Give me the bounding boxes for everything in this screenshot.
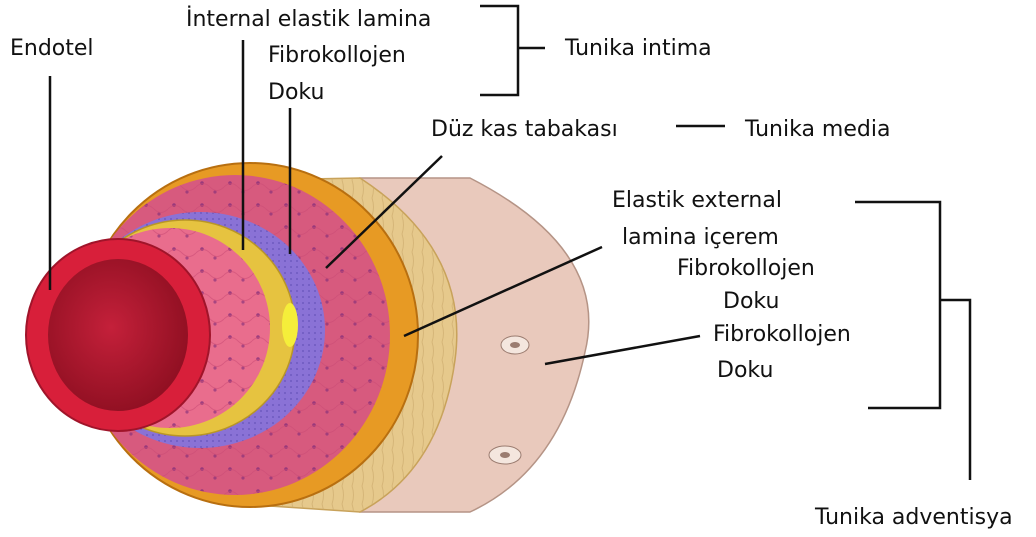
- label-endotel: Endotel: [10, 36, 94, 62]
- intima-bracket: [480, 6, 545, 95]
- label-tunica-intima: Tunika intima: [565, 36, 712, 62]
- label-adventitia-fibrocollagen-b-line2: Doku: [717, 358, 773, 384]
- adventitia-bracket: [855, 202, 970, 480]
- label-smooth-muscle: Düz kas tabakası: [431, 117, 618, 143]
- label-adventitia-fibrocollagen-a-line1: Fibrokollojen: [677, 256, 815, 282]
- label-tunica-adventitia: Tunika adventisya: [815, 505, 1013, 531]
- label-internal-elastic-lamina: İnternal elastik lamina: [186, 7, 431, 33]
- label-adventitia-fibrocollagen-b-line1: Fibrokollojen: [713, 322, 851, 348]
- label-external-elastic-line1: Elastik external: [612, 188, 782, 214]
- label-external-elastic-line2: lamina içerem: [622, 225, 779, 251]
- label-adventitia-fibrocollagen-a-line2: Doku: [723, 289, 779, 315]
- label-tunica-media: Tunika media: [745, 117, 890, 143]
- lumen-shape: [48, 259, 188, 411]
- label-intima-fibrocollagen-line2: Doku: [268, 80, 324, 106]
- label-intima-fibrocollagen-line1: Fibrokollojen: [268, 43, 406, 69]
